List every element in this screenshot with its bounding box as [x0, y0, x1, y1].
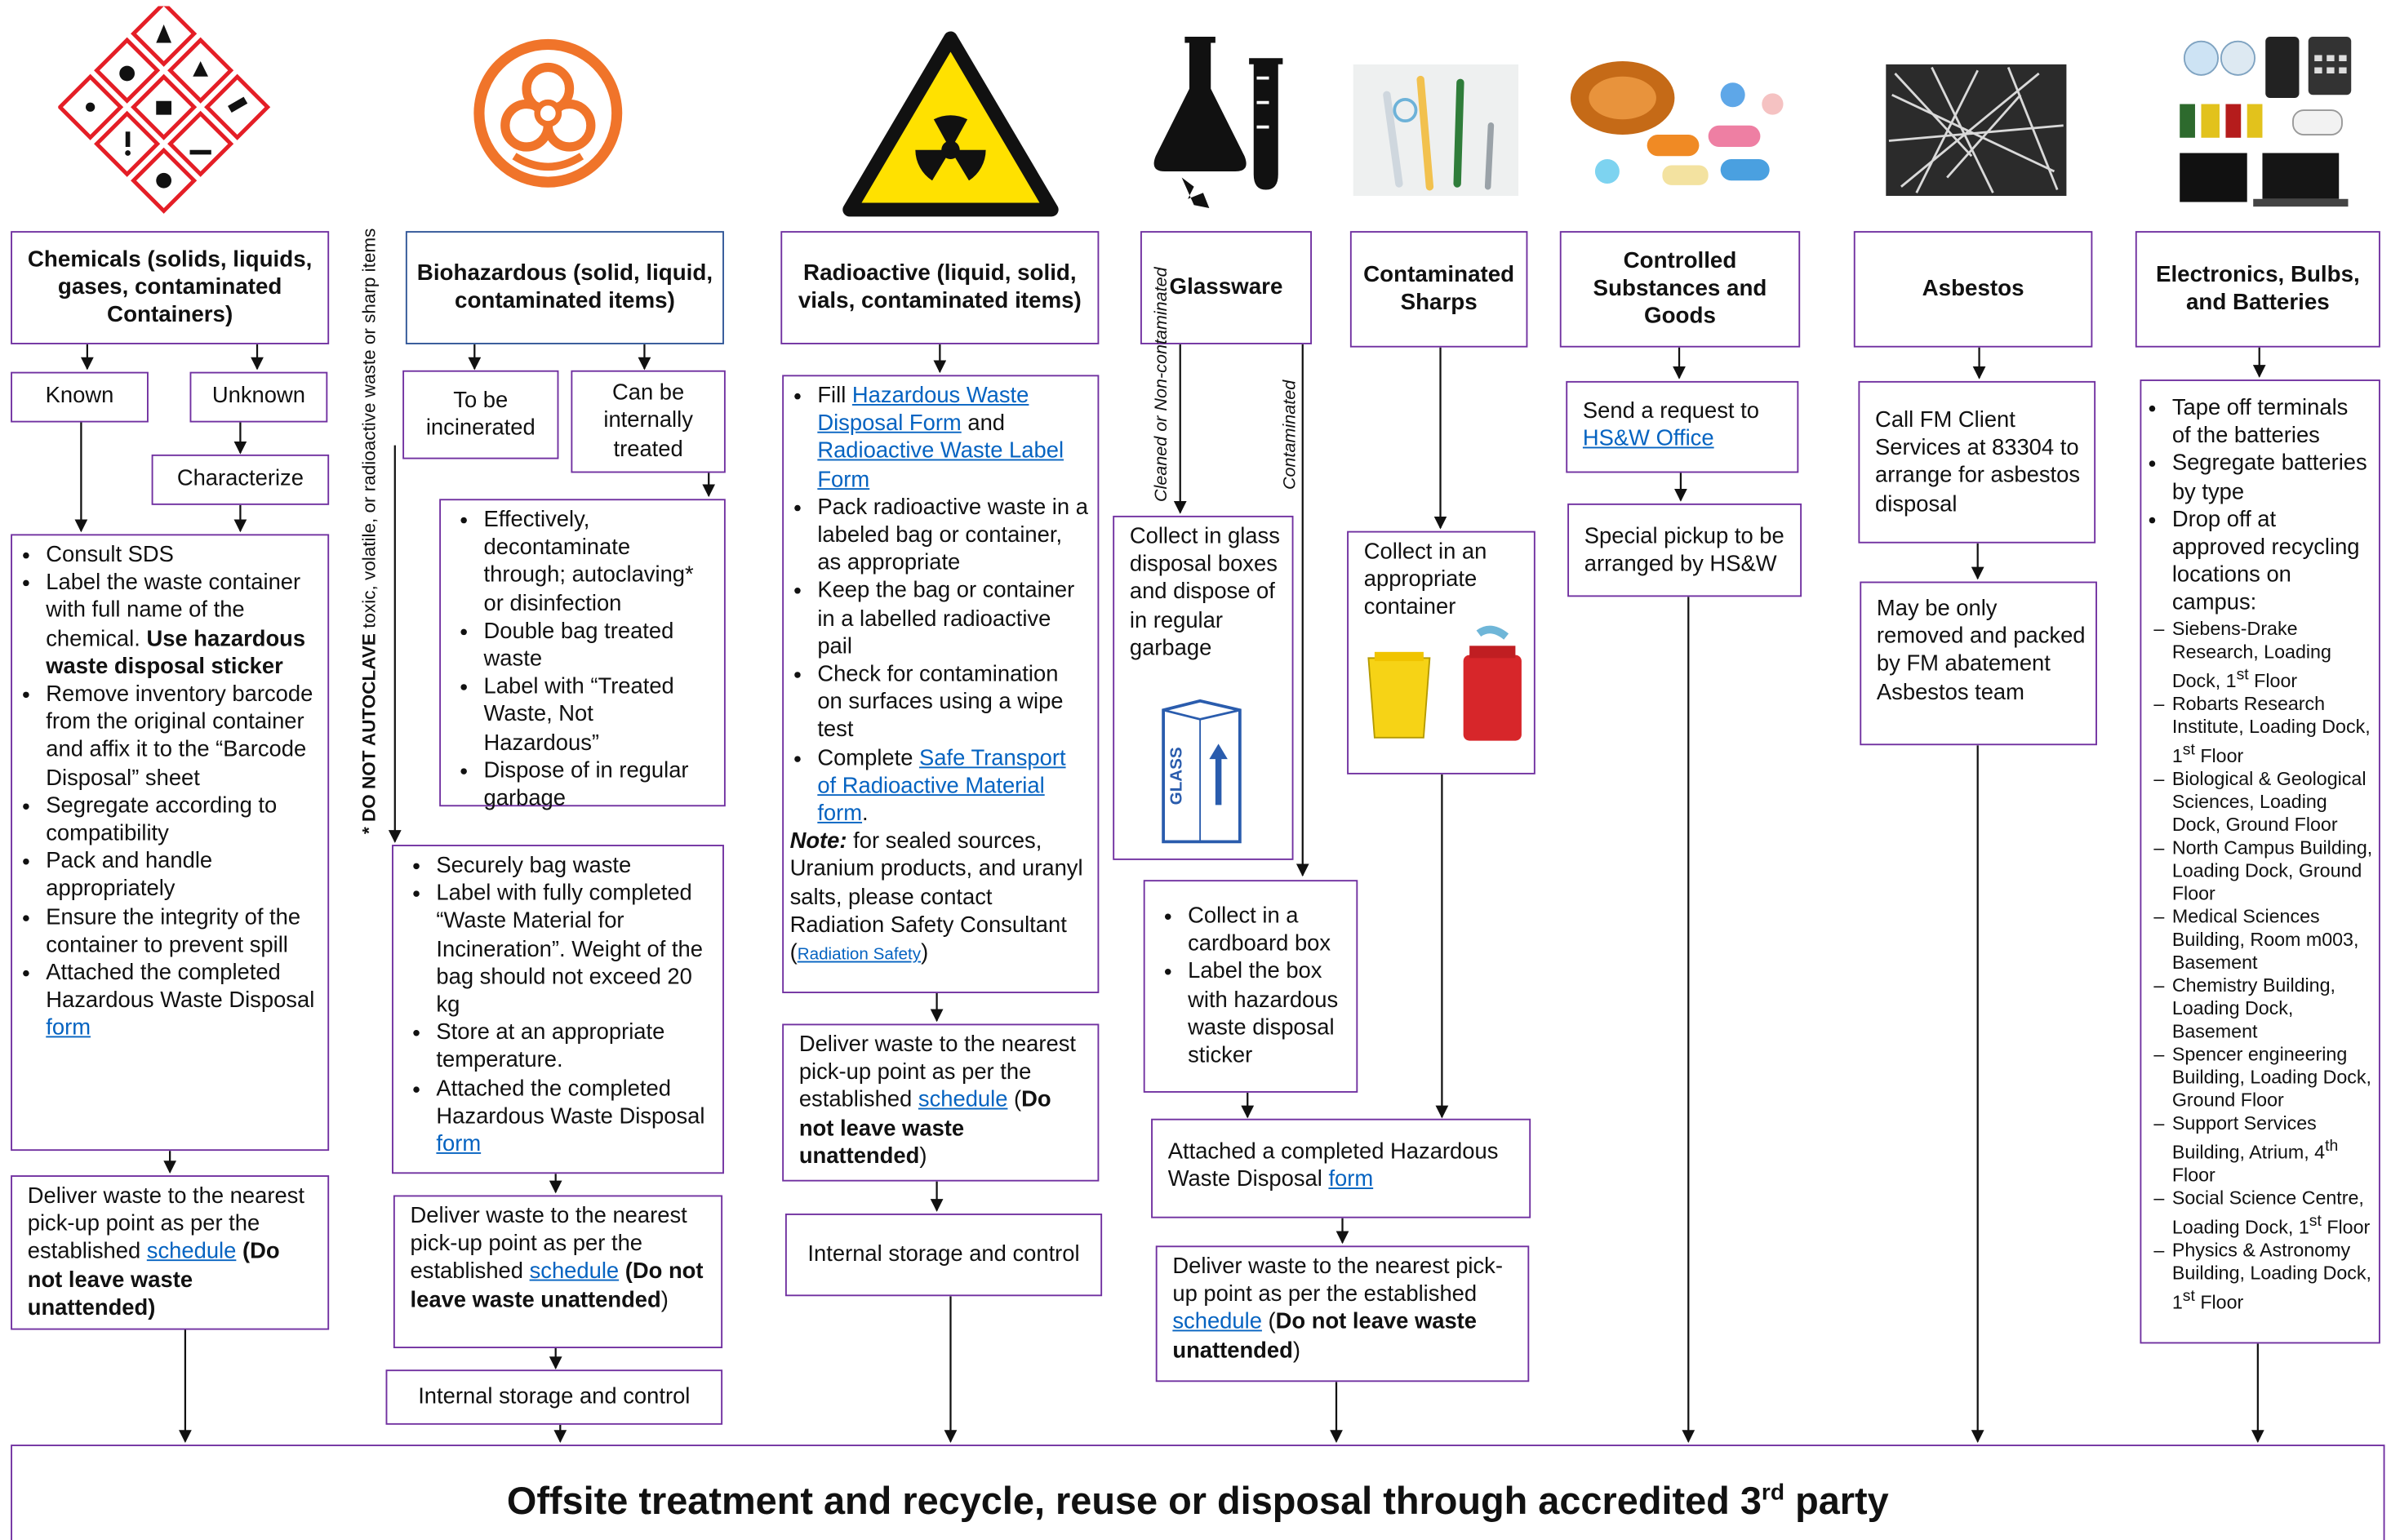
chem-step-pack: Pack and handle appropriately [46, 848, 318, 903]
asbestos-fibres-photo-icon [1886, 64, 2067, 197]
contaminated-label: Contaminated [1281, 379, 1300, 490]
bio-treat-step: Label with “Treated Waste, Not Hazardous… [484, 673, 715, 757]
elec-step: Tape off terminals of the batteries [2172, 395, 2373, 450]
header-contaminated-sharps: Contaminated Sharps [1349, 231, 1528, 348]
elec-step: Segregate batteries by type [2172, 450, 2373, 506]
glass-cardboard-box: Collect in a cardboard box Label the box… [1143, 880, 1358, 1093]
rad-step-fill: Fill Hazardous Waste Disposal Form and R… [817, 383, 1088, 495]
syringes-photo-icon [1353, 64, 1519, 197]
chem-form-link[interactable]: form [46, 1016, 91, 1041]
rad-deliver-box: Deliver waste to the nearest pick-up poi… [782, 1023, 1100, 1182]
rad-storage-box: Internal storage and control [784, 1213, 1103, 1297]
cleaned-label: Cleaned or Non-contaminated [1152, 267, 1171, 503]
svg-text:GLASS: GLASS [1167, 747, 1186, 805]
sharps-schedule-link[interactable]: schedule [1172, 1310, 1262, 1335]
header-electronics: Electronics, Bulbs, and Batteries [2135, 231, 2380, 348]
radiation-trefoil-icon [842, 31, 1059, 217]
header-asbestos: Asbestos [1853, 231, 2093, 348]
radioactive-waste-label-form-link[interactable]: Radioactive Waste Label Form [817, 439, 1064, 493]
glass-disposal-box-icon: GLASS [1162, 699, 1242, 844]
sharps-form-link[interactable]: form [1328, 1168, 1374, 1193]
radioactive-steps-box: Fill Hazardous Waste Disposal Form and R… [782, 375, 1100, 993]
controlled-pickup-box: Special pickup to be arranged by HS&W [1567, 503, 1802, 597]
header-controlled-substances: Controlled Substances and Goods [1559, 231, 1801, 348]
rad-step-pack: Pack radioactive waste in a labeled bag … [817, 494, 1088, 577]
sharps-deliver-box: Deliver waste to the nearest pick-up poi… [1155, 1245, 1530, 1382]
bio-incin-step: Securely bag waste [436, 852, 713, 880]
recycling-location: Spencer engineering Building, Loading Do… [2153, 1044, 2372, 1112]
bio-deliver-box: Deliver waste to the nearest pick-up poi… [393, 1195, 723, 1349]
bio-form-link[interactable]: form [436, 1132, 482, 1157]
sharps-collect-text: Collect in an appropriate container [1363, 539, 1487, 621]
bio-schedule-link[interactable]: schedule [529, 1260, 620, 1285]
sharps-attach-box: Attached a completed Hazardous Waste Dis… [1151, 1118, 1531, 1218]
chem-step-barcode: Remove inventory barcode from the origin… [46, 681, 318, 792]
elec-step: Drop off at approved recycling locations… [2172, 506, 2373, 618]
to-be-incinerated-box: To be incinerated [402, 370, 559, 459]
offsite-treatment-footer: Offsite treatment and recycle, reuse or … [11, 1445, 2385, 1540]
electronics-bulbs-batteries-icon [2180, 37, 2352, 207]
recycling-location: Support Services Building, Atrium, 4th F… [2153, 1112, 2372, 1187]
chem-step-attach: Attached the completed Hazardous Waste D… [46, 960, 318, 1043]
chemicals-deliver-box: Deliver waste to the nearest pick-up poi… [11, 1175, 330, 1330]
chem-step-integrity: Ensure the integrity of the container to… [46, 904, 318, 960]
characterize-box: Characterize [151, 454, 330, 505]
rad-step-check: Check for contamination on surfaces usin… [817, 661, 1088, 744]
header-chemicals: Chemicals (solids, liquids, gases, conta… [11, 231, 330, 344]
recycling-location: Robarts Research Institute, Loading Dock… [2153, 693, 2372, 768]
chem-step-sds: Consult SDS [46, 542, 318, 570]
electronics-steps-box: Tape off terminals of the batteries Segr… [2140, 379, 2380, 1344]
hazardous-waste-disposal-form-link[interactable]: Hazardous Waste Disposal Form [817, 384, 1029, 437]
autoclave-warning-note: * DO NOT AUTOCLAVE toxic, volatile, or r… [358, 228, 380, 834]
internally-treated-box: Can be internally treated [571, 370, 726, 473]
controlled-request-box: Send a request to HS&W Office [1566, 380, 1799, 473]
chem-step-label: Label the waste container with full name… [46, 570, 318, 681]
recycling-location: Biological & Geological Sciences, Loadin… [2153, 768, 2372, 837]
header-radioactive: Radioactive (liquid, solid, vials, conta… [780, 231, 1100, 344]
asbestos-removal-box: May be only removed and packed by FM aba… [1860, 581, 2097, 746]
recycling-location: Chemistry Building, Loading Dock, Baseme… [2153, 974, 2372, 1043]
sharps-container-icon [1367, 625, 1522, 741]
radiation-safety-link[interactable]: Radiation Safety [797, 945, 922, 965]
header-biohazardous: Biohazardous (solid, liquid, contaminate… [405, 231, 724, 344]
pills-photo-icon [1561, 58, 1794, 199]
recycling-location: Social Science Centre, Loading Dock, 1st… [2153, 1187, 2372, 1240]
bio-treat-step: Dispose of in regular garbage [484, 757, 715, 813]
glass-step: Collect in a cardboard box [1188, 903, 1347, 958]
asbestos-call-box: Call FM Client Services at 83304 to arra… [1858, 380, 2096, 544]
glass-collect-text: Collect in glass disposal boxes and disp… [1129, 525, 1280, 661]
rad-step-keep: Keep the bag or container in a labelled … [817, 578, 1088, 661]
bio-treat-step: Effectively, decontaminate through; auto… [484, 507, 715, 619]
unknown-box: Unknown [189, 371, 328, 423]
hsw-office-link[interactable]: HS&W Office [1582, 427, 1714, 452]
recycling-locations-list: Siebens-Drake Research, Loading Dock, 1s… [2144, 618, 2372, 1315]
bio-storage-box: Internal storage and control [385, 1369, 723, 1425]
safe-transport-form-link[interactable]: Safe Transport of Radioactive Material f… [817, 746, 1066, 827]
bio-treatment-box: Effectively, decontaminate through; auto… [439, 499, 726, 811]
bio-incin-step: Store at an appropriate temperature. [436, 1019, 713, 1075]
bio-incin-step: Attached the completed Hazardous Waste D… [436, 1076, 713, 1159]
glass-step: Label the box with hazardous waste dispo… [1188, 959, 1347, 1071]
header-glassware: Glassware [1140, 231, 1313, 344]
chem-step-segregate: Segregate according to compatibility [46, 792, 318, 848]
broken-flask-icon [1153, 37, 1283, 209]
recycling-location: Medical Sciences Building, Room m003, Ba… [2153, 906, 2372, 974]
known-box: Known [11, 371, 149, 423]
bio-treat-step: Double bag treated waste [484, 618, 715, 673]
ghs-hazard-pictograms-icon [58, 6, 271, 214]
recycling-location: Physics & Astronomy Building, Loading Do… [2153, 1240, 2372, 1315]
chem-schedule-link[interactable]: schedule [146, 1240, 237, 1265]
rad-step-complete: Complete Safe Transport of Radioactive M… [817, 745, 1088, 828]
rad-note: Note: for sealed sources, Uranium produc… [789, 829, 1083, 966]
bio-incin-step: Label with fully completed “Waste Materi… [436, 881, 713, 1020]
chemicals-steps-box: Consult SDS Label the waste container wi… [11, 534, 330, 1152]
recycling-location: North Campus Building, Loading Dock, Gro… [2153, 837, 2372, 905]
recycling-location: Siebens-Drake Research, Loading Dock, 1s… [2153, 618, 2372, 693]
rad-schedule-link[interactable]: schedule [918, 1088, 1008, 1113]
bio-incineration-box: Securely bag waste Label with fully comp… [392, 845, 724, 1174]
biohazard-symbol-icon [473, 38, 623, 188]
